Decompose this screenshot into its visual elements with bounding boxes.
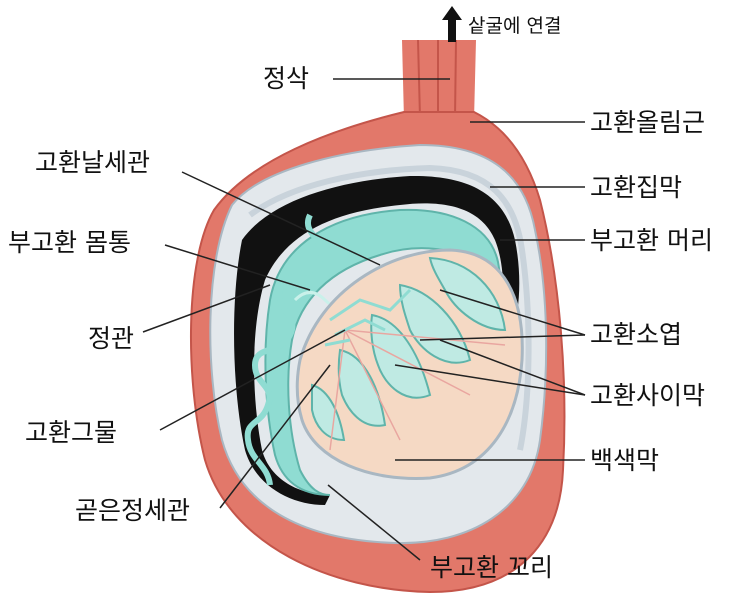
leader-lines	[142, 78, 586, 561]
label-epididymis-tail: 부고환 꼬리	[430, 553, 553, 582]
label-cremaster: 고환올림근	[590, 108, 706, 137]
label-rete-testis: 고환그물	[25, 418, 118, 447]
label-ductus-deferens: 정관	[88, 324, 135, 353]
label-lobule: 고환소엽	[590, 320, 683, 349]
epididymis	[264, 208, 502, 496]
label-abdomen-link: 샅굴에 연결	[468, 15, 562, 37]
label-septum: 고환사이막	[590, 381, 706, 410]
label-tunica-albuginea: 백색막	[590, 446, 660, 475]
ductus-deferens	[244, 213, 325, 486]
label-epididymis-head: 부고환 머리	[590, 226, 713, 255]
seminiferous-lobules	[311, 256, 507, 442]
label-efferent-ductules: 고환날세관	[35, 148, 151, 177]
label-epididymis-body: 부고환 몸통	[8, 228, 131, 257]
label-spermatic-cord: 정삭	[263, 64, 310, 93]
label-tunica-vaginalis: 고환집막	[590, 173, 683, 202]
up-arrow-icon	[442, 6, 462, 42]
label-straight-tubule: 곧은정세관	[75, 496, 191, 525]
septa	[329, 329, 506, 451]
